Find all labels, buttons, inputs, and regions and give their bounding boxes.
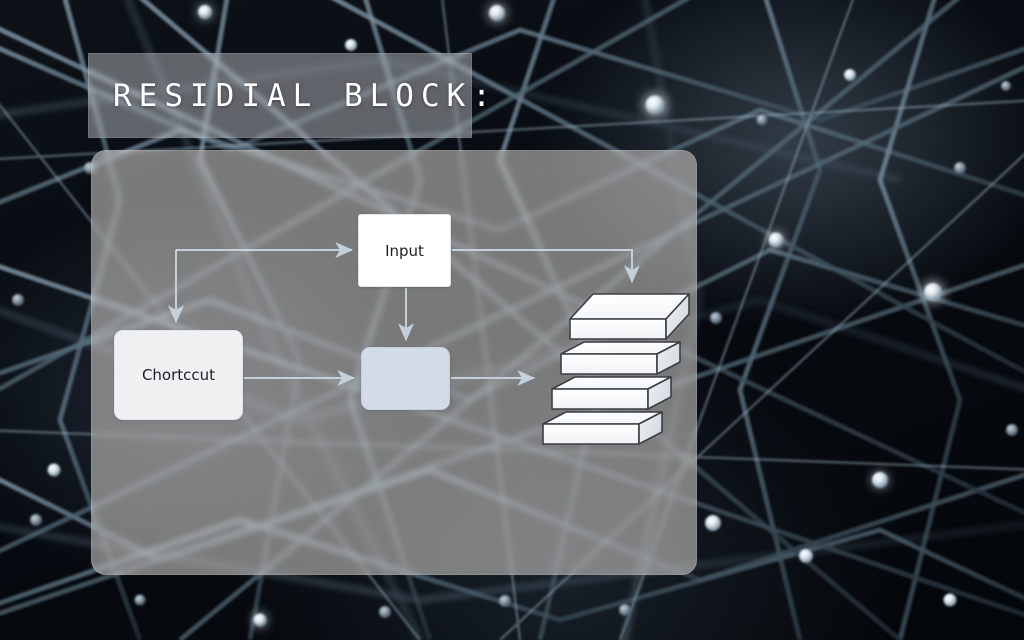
content-panel <box>91 150 697 575</box>
title-banner: RESIDIAL BLOCK: <box>88 53 491 138</box>
page-title: RESIDIAL BLOCK: <box>113 77 498 114</box>
